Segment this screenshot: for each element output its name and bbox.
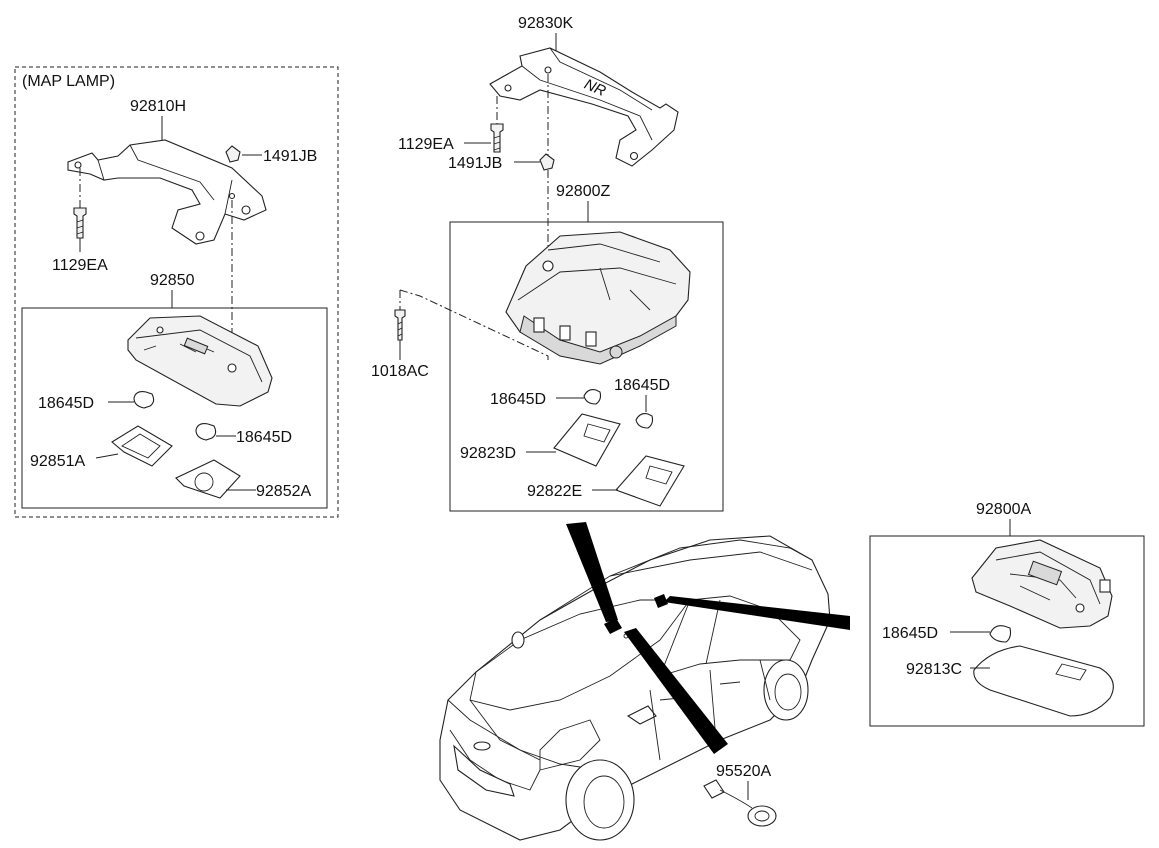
screw-1018AC: [394, 309, 406, 341]
callout-sweep-bottom: [624, 628, 728, 754]
lamp-box-92800Z: [449, 221, 724, 512]
label-1018AC: 1018AC: [371, 363, 429, 380]
callout-sweep-center: [566, 522, 618, 622]
bulb-18645D-left-a: [133, 391, 155, 409]
connector-95520A: [703, 779, 725, 799]
label-18645D-left-b: 18645D: [236, 429, 292, 446]
clip-1491JB-top: [539, 153, 555, 171]
lamp-box-92800A: [869, 535, 1145, 727]
map-lamp-dotted-frame: [14, 66, 339, 518]
bracket-92810H: [67, 139, 267, 245]
label-92851A: 92851A: [30, 453, 85, 470]
label-92850: 92850: [150, 272, 195, 289]
socket-95520A: [747, 805, 777, 827]
clip-1491JB-left: [225, 145, 241, 163]
lens-92852A: [175, 459, 241, 499]
map-lamp-group: (MAP LAMP) 92810H 1491JB 1129EA 92850: [14, 66, 339, 518]
callout-sweep-right: [664, 596, 850, 630]
screw-1129EA-top: [490, 123, 504, 153]
lens-92822E: [615, 455, 685, 507]
bulb-18645D-right: [989, 625, 1012, 643]
lens-92851A: [111, 425, 173, 467]
label-18645D-mid-left: 18645D: [490, 391, 546, 408]
label-92813C: 92813C: [906, 661, 962, 678]
bulb-18645D-mid-left: [583, 389, 602, 405]
label-95520A: 95520A: [716, 763, 771, 780]
label-1129EA-top: 1129EA: [398, 136, 454, 153]
label-92852A: 92852A: [256, 483, 311, 500]
console-92800Z: [505, 231, 691, 361]
car-front-wheel: [565, 759, 635, 841]
label-92800A: 92800A: [976, 501, 1031, 518]
lens-92813C: [973, 645, 1114, 717]
right-group: 92800A 18645D 92813C: [869, 501, 1145, 727]
label-92810H: 92810H: [130, 98, 186, 115]
lamp-housing-92850: [127, 315, 273, 407]
label-18645D-right: 18645D: [882, 625, 938, 642]
car-rear-wheel: [763, 659, 809, 721]
center-group: 92830K NR 1129EA 1491JB 92800Z: [371, 15, 724, 512]
car-grille: [453, 744, 515, 797]
label-1491JB-top: 1491JB: [448, 155, 502, 172]
label-18645D-left-a: 18645D: [38, 395, 94, 412]
screw-1129EA-left: [73, 207, 87, 239]
bulb-18645D-mid-right: [635, 413, 654, 429]
car-side-mirror: [626, 705, 657, 725]
map-lamp-group-label: (MAP LAMP): [22, 73, 115, 90]
lamp-box-92850: [21, 307, 328, 509]
label-92823D: 92823D: [460, 445, 516, 462]
label-18645D-mid-right: 18645D: [614, 377, 670, 394]
label-1491JB-left: 1491JB: [263, 148, 317, 165]
label-92830K: 92830K: [518, 15, 573, 32]
label-92822E: 92822E: [527, 483, 582, 500]
label-1129EA-left: 1129EA: [52, 257, 108, 274]
label-92800Z: 92800Z: [556, 183, 610, 200]
lens-92823D: [553, 413, 621, 467]
bracket-92830K: [489, 47, 679, 167]
bulb-18645D-left-b: [195, 423, 217, 441]
vehicle-illustration: [439, 535, 831, 841]
